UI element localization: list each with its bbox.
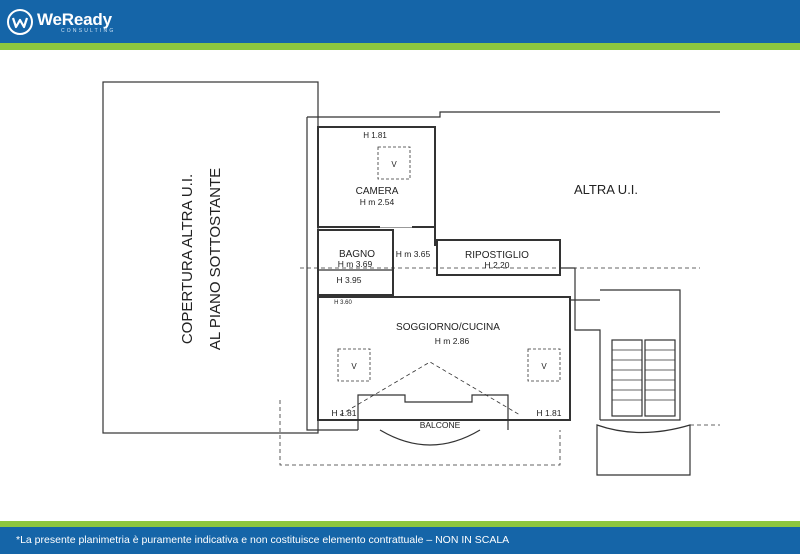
- footer-accent-stripe: [0, 521, 800, 527]
- camera-height: H m 2.54: [360, 197, 395, 207]
- header-bar: WeReady CONSULTING: [0, 0, 800, 43]
- soggiorno-vent-box-left: [337, 348, 371, 382]
- soggiorno-vent-right: V: [541, 362, 547, 371]
- corridor-height: H m 3.65: [396, 249, 431, 259]
- camera-room: [317, 126, 436, 228]
- camera-top-height: H 1.81: [363, 131, 387, 140]
- bagno-low-height: H 3.95: [336, 275, 361, 285]
- apartment-outline: [306, 111, 720, 431]
- soggiorno-height: H m 2.86: [435, 336, 470, 346]
- brand-logo[interactable]: WeReady CONSULTING: [7, 7, 115, 37]
- soggiorno-height-left: H 1.81: [331, 408, 356, 418]
- soggiorno-label: SOGGIORNO/CUCINA: [396, 322, 500, 333]
- left-block-label-1: COPERTURA ALTRA U.I.: [179, 174, 196, 344]
- bagno-corner-height: H 3.60: [334, 300, 352, 306]
- soggiorno-room: [317, 296, 571, 421]
- camera-vent-label: V: [391, 160, 397, 169]
- building-w-icon: [7, 9, 33, 35]
- brand-subtitle: CONSULTING: [61, 27, 116, 34]
- disclaimer-note: *La presente planimetria è puramente ind…: [16, 534, 510, 546]
- footer-bar: *La presente planimetria è puramente ind…: [0, 527, 800, 554]
- soggiorno-height-right: H 1.81: [536, 408, 561, 418]
- camera-label: CAMERA: [356, 186, 399, 197]
- ripostiglio-label: RIPOSTIGLIO: [465, 250, 529, 261]
- camera-vent-box: [377, 146, 411, 180]
- soggiorno-vent-box-right: [527, 348, 561, 382]
- header-accent-stripe: [0, 43, 800, 50]
- soggiorno-vent-left: V: [351, 362, 357, 371]
- right-block-label: ALTRA U.I.: [574, 182, 638, 197]
- left-block-label-2: AL PIANO SOTTOSTANTE: [207, 168, 224, 350]
- bagno-label: BAGNO: [339, 249, 375, 260]
- balcone-label: BALCONE: [420, 420, 461, 430]
- floor-plan: COPERTURA ALTRA U.I. AL PIANO SOTTOSTANT…: [102, 81, 720, 476]
- bagno-height: H m 3.69: [338, 259, 373, 269]
- ripostiglio-height: H 2.20: [484, 260, 509, 270]
- balcony-outline: [357, 394, 509, 446]
- ripostiglio-room: [436, 239, 561, 276]
- stair-block: [600, 289, 681, 421]
- brand-name: WeReady: [37, 9, 112, 29]
